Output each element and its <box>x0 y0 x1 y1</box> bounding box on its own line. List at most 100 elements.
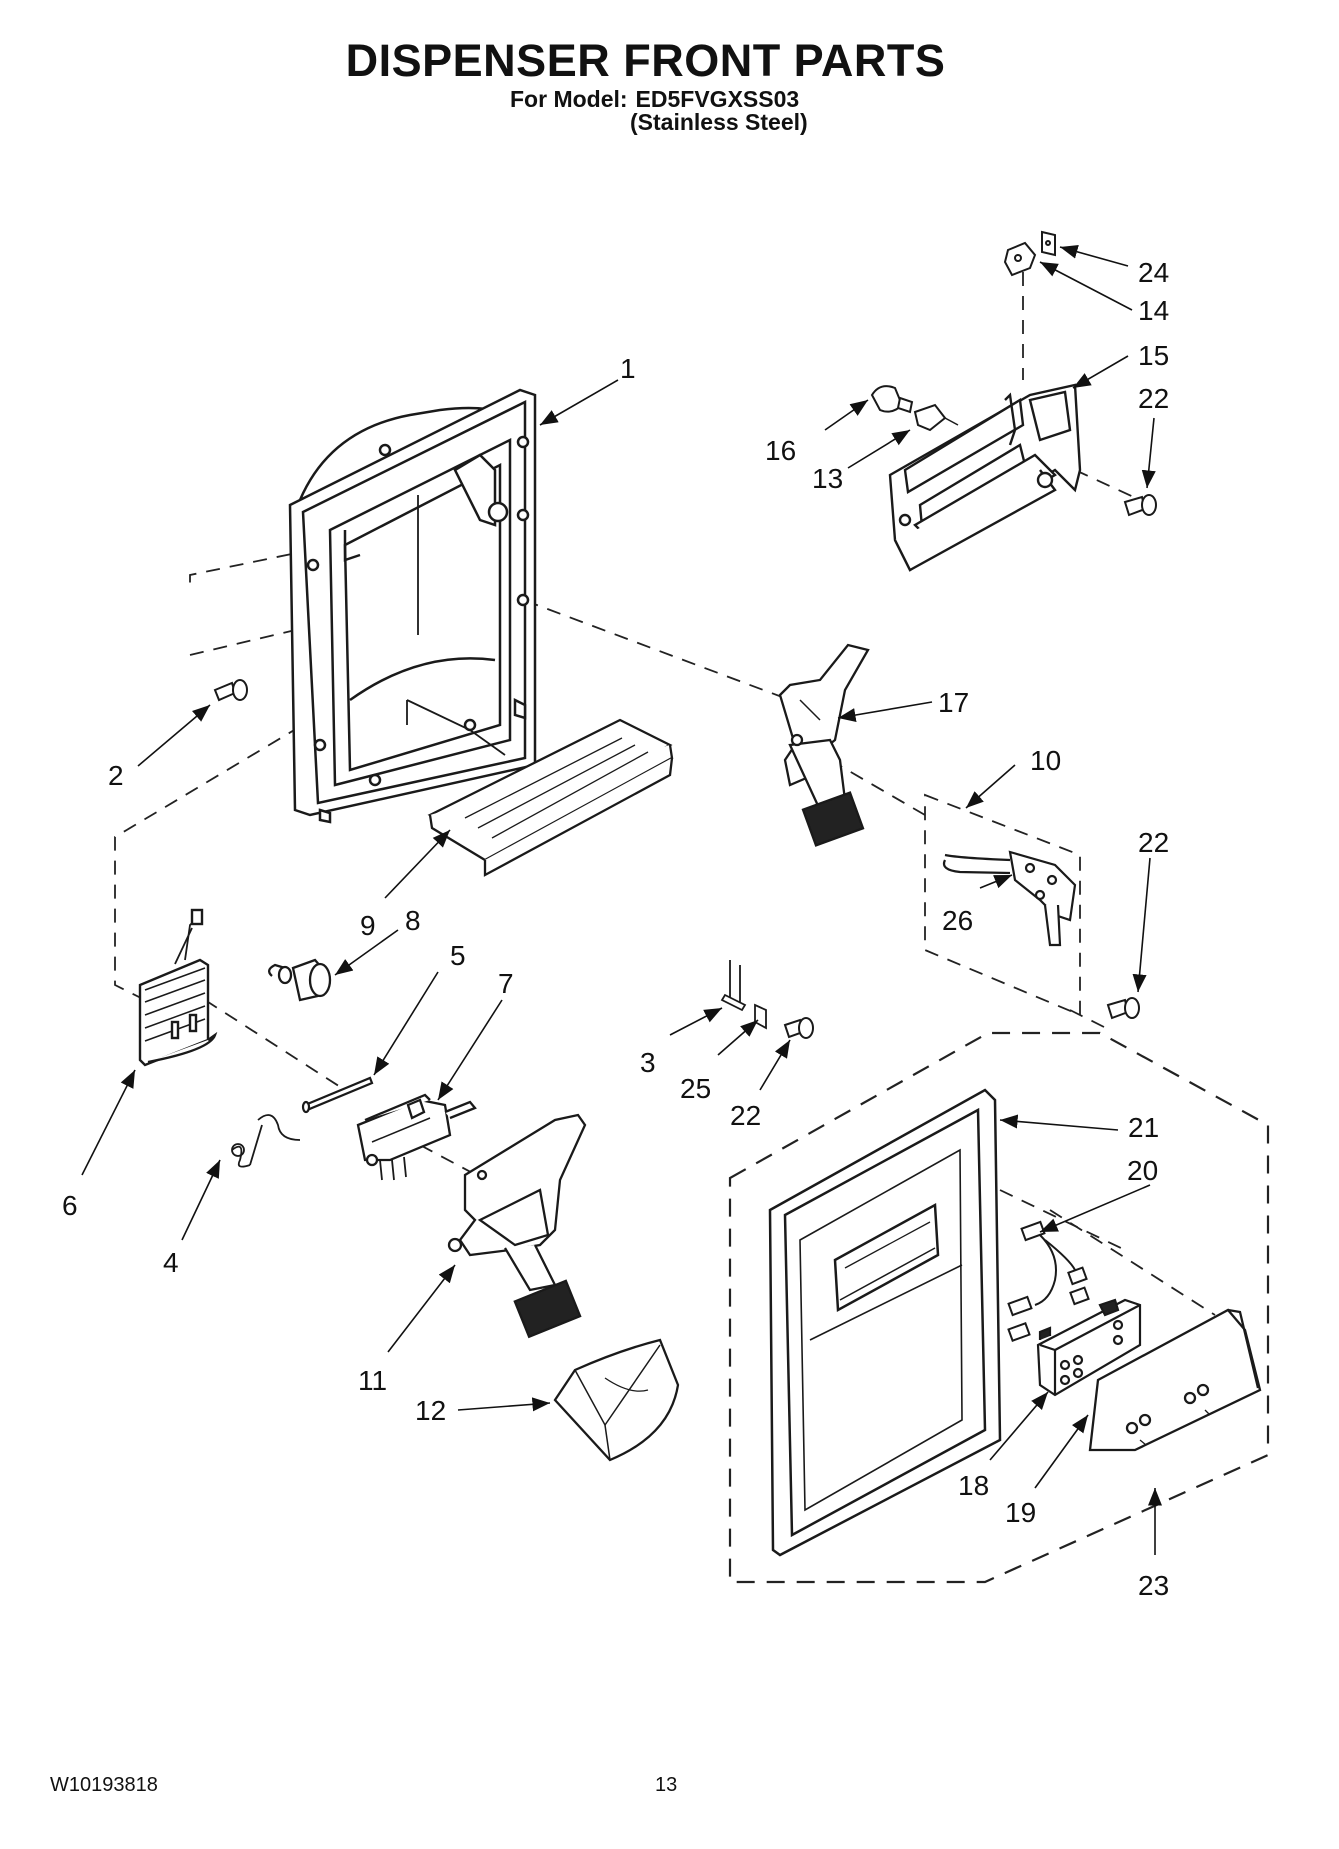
label-part-25: 25 <box>680 1073 711 1104</box>
assembly-line-module6 <box>114 639 446 1001</box>
arrow-14 <box>1039 261 1133 311</box>
dispenser-housing <box>288 388 537 824</box>
arrow-7 <box>437 999 503 1101</box>
page-number: 13 <box>655 1774 678 1796</box>
screw-22-right <box>1106 997 1140 1020</box>
label-part-22-right: 22 <box>1138 827 1169 858</box>
arrow-22-right <box>1132 857 1151 993</box>
arrow-9 <box>384 829 451 899</box>
label-part-2: 2 <box>108 760 124 791</box>
screw-22-center <box>783 1017 814 1039</box>
label-part-24: 24 <box>1138 257 1169 288</box>
arrow-16 <box>824 399 869 431</box>
part-labels: 1 2 3 4 5 6 7 8 9 10 11 12 13 14 15 16 1… <box>62 257 1169 1601</box>
item23-dashed-outline <box>728 1031 1270 1584</box>
arrow-6 <box>81 1069 136 1176</box>
assembly-line-screw22-top <box>1074 469 1141 501</box>
arrow-26 <box>979 874 1013 889</box>
label-part-1: 1 <box>620 353 636 384</box>
front-panel-21 <box>768 1088 1002 1557</box>
switch-14 <box>1003 241 1037 277</box>
label-part-21: 21 <box>1128 1112 1159 1143</box>
label-part-11: 11 <box>358 1365 387 1396</box>
rod-5 <box>301 1076 374 1114</box>
label-part-18: 18 <box>958 1470 989 1501</box>
label-part-13: 13 <box>812 463 843 494</box>
arrow-2 <box>137 704 211 767</box>
arrow-25 <box>717 1019 759 1056</box>
socket-13 <box>913 403 959 432</box>
assembly-line-panel-to-board <box>999 1189 1126 1251</box>
screw-22-top <box>1123 494 1157 517</box>
bracket-15 <box>888 383 1082 572</box>
label-part-16: 16 <box>765 435 796 466</box>
model-label: For Model: <box>510 86 628 112</box>
label-part-12: 12 <box>415 1395 446 1426</box>
spring-4 <box>231 1114 301 1168</box>
solenoid-7 <box>356 1093 477 1181</box>
lever-17 <box>778 643 870 847</box>
arrow-13 <box>847 429 911 469</box>
shim-25 <box>754 1003 767 1030</box>
label-part-10: 10 <box>1030 745 1061 776</box>
arrow-22-top <box>1141 417 1156 489</box>
arrow-19 <box>1034 1414 1089 1489</box>
arrow-15 <box>1072 355 1129 389</box>
wire-harness-20 <box>1007 1220 1090 1342</box>
arrow-12 <box>457 1397 551 1412</box>
page-header: DISPENSER FRONT PARTS <box>0 38 1339 83</box>
lamp-16 <box>870 385 914 414</box>
actuator-8 <box>267 958 332 1002</box>
screw-2 <box>213 679 248 702</box>
label-part-23: 23 <box>1138 1570 1169 1601</box>
label-part-26: 26 <box>942 905 973 936</box>
model-line: For Model: ED5FVGXSS03 <box>510 88 799 111</box>
arrow-3 <box>669 1007 723 1036</box>
lever-11 <box>447 1113 587 1339</box>
arrow-17 <box>837 701 933 722</box>
arrow-21 <box>999 1114 1119 1131</box>
document-number: W10193818 <box>50 1774 158 1796</box>
label-part-20: 20 <box>1127 1155 1158 1186</box>
ice-chute-12 <box>553 1338 680 1462</box>
label-part-19: 19 <box>1005 1497 1036 1528</box>
label-part-22-center: 22 <box>730 1100 761 1131</box>
plate-24 <box>1041 230 1056 257</box>
label-part-4: 4 <box>163 1247 179 1278</box>
label-part-14: 14 <box>1138 295 1169 326</box>
arrow-10 <box>965 764 1016 809</box>
label-part-17: 17 <box>938 687 969 718</box>
spring-clip-3 <box>720 960 747 1012</box>
control-module-6 <box>138 908 218 1067</box>
switch-assembly-10 <box>942 850 1077 947</box>
arrow-11 <box>387 1264 456 1353</box>
arrow-18 <box>989 1391 1049 1461</box>
control-cover-19 <box>1088 1308 1262 1452</box>
label-part-5: 5 <box>450 940 466 971</box>
label-part-6: 6 <box>62 1190 78 1221</box>
model-variant: (Stainless Steel) <box>630 109 808 135</box>
assembly-line-board-to-cover <box>1049 1209 1216 1316</box>
label-part-7: 7 <box>498 968 514 999</box>
model-number: ED5FVGXSS03 <box>635 86 800 112</box>
label-part-22-top: 22 <box>1138 383 1169 414</box>
label-part-8: 8 <box>405 905 421 936</box>
arrow-22-center <box>759 1039 791 1091</box>
control-board-18 <box>1036 1298 1142 1397</box>
assembly-line-17-to-10 <box>829 759 926 816</box>
arrow-5 <box>373 971 439 1076</box>
arrow-24 <box>1059 244 1129 267</box>
page-title: DISPENSER FRONT PARTS <box>345 35 946 86</box>
arrow-8 <box>334 929 399 976</box>
drip-tray <box>427 718 674 877</box>
leader-arrows <box>81 244 1163 1555</box>
arrow-20 <box>1039 1184 1151 1233</box>
label-part-3: 3 <box>640 1047 656 1078</box>
label-part-15: 15 <box>1138 340 1169 371</box>
label-part-9: 9 <box>360 910 376 941</box>
arrow-1 <box>539 379 619 426</box>
assembly-line-screw22-mid <box>1069 1009 1111 1031</box>
assembly-line-module-to-rod <box>204 999 346 1091</box>
